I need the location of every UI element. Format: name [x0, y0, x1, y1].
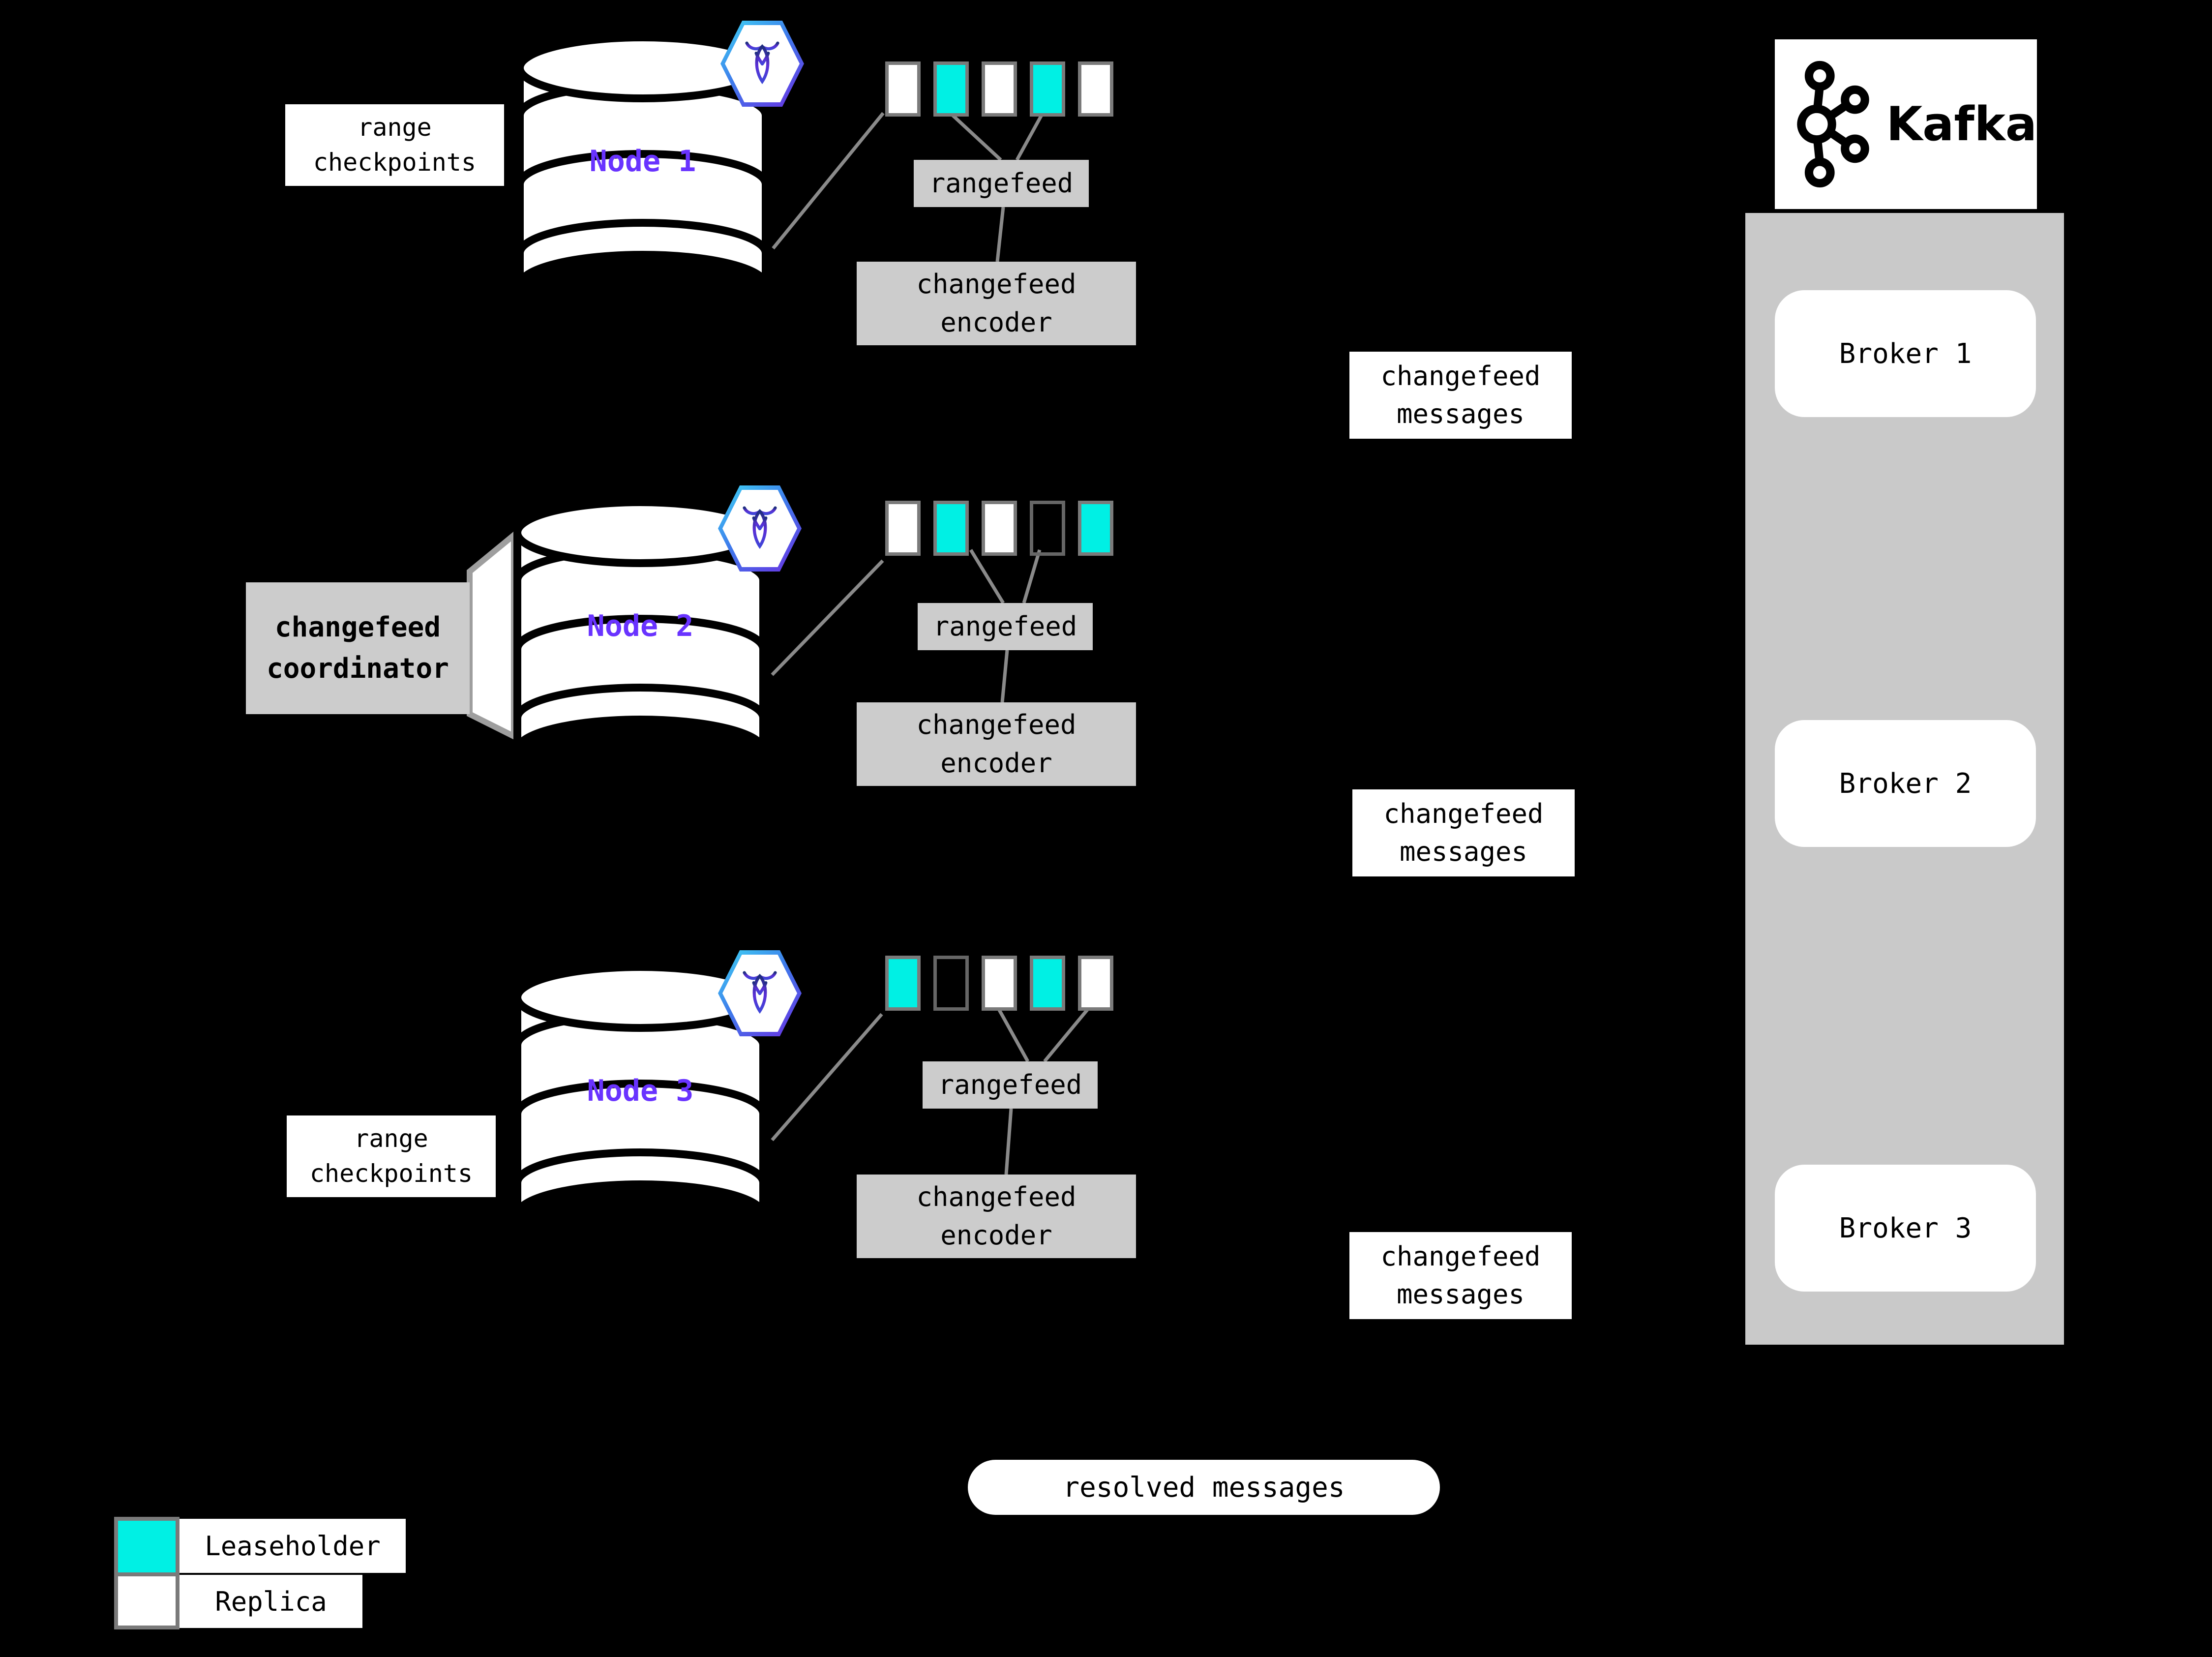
changefeed-encoder-box-node2: changefeed encoder	[857, 702, 1136, 786]
changefeed-messages-label-node1: changefeed messages	[1349, 352, 1572, 439]
range-square	[885, 956, 921, 1011]
changefeed-encoder-box-node1: changefeed encoder	[857, 262, 1136, 345]
wire	[1043, 1002, 1094, 1063]
node-name-label: Node 3	[587, 1074, 694, 1108]
range-square	[933, 61, 969, 117]
kafka-logo-icon	[1797, 60, 1869, 188]
changefeed-coordinator-label: changefeed coordinator	[246, 582, 470, 714]
coordinator-funnel	[467, 529, 517, 741]
wire	[771, 559, 884, 676]
wire	[772, 112, 885, 250]
broker-1: Broker 1	[1775, 290, 2036, 417]
database-cylinder-node2: Node 2	[513, 498, 767, 751]
range-square	[1030, 501, 1065, 556]
resolved-messages-pill: resolved messages	[968, 1460, 1440, 1515]
legend-label-leaseholder: Leaseholder	[179, 1519, 406, 1573]
wire	[995, 207, 1005, 262]
range-checkpoints-label-node3: range checkpoints	[287, 1115, 496, 1197]
wire	[1015, 110, 1046, 161]
wire	[994, 1003, 1030, 1062]
node-name-label: Node 2	[587, 609, 694, 643]
range-square	[1078, 501, 1113, 556]
rangefeed-box-node2: rangefeed	[918, 603, 1093, 650]
rangefeed-box-node3: rangefeed	[923, 1061, 1098, 1109]
wire	[771, 1013, 883, 1142]
range-square	[1030, 956, 1065, 1011]
changefeed-messages-label-node3: changefeed messages	[1349, 1232, 1572, 1320]
range-square	[982, 956, 1017, 1011]
cockroachdb-icon-face	[725, 25, 800, 102]
cockroach-glyph	[743, 970, 777, 1014]
legend-label-replica: Replica	[179, 1575, 362, 1628]
wire	[1022, 549, 1042, 603]
legend-swatch-replica	[114, 1572, 179, 1629]
range-square	[1078, 956, 1113, 1011]
range-square	[982, 61, 1017, 117]
wire	[946, 109, 1002, 161]
rangefeed-box-node1: rangefeed	[914, 160, 1089, 207]
range-checkpoints-label-node1: range checkpoints	[285, 104, 504, 186]
legend-swatch-leaseholder	[114, 1517, 179, 1576]
range-square	[982, 501, 1017, 556]
kafka-wordmark: Kafka	[1886, 97, 2037, 151]
range-square	[885, 61, 921, 117]
cockroach-glyph	[743, 506, 777, 549]
node-name-label: Node 1	[590, 144, 696, 179]
range-square	[1078, 61, 1113, 117]
changefeed-messages-label-node2: changefeed messages	[1352, 789, 1575, 877]
range-square	[933, 956, 969, 1011]
range-square	[1030, 61, 1065, 117]
range-square	[885, 501, 921, 556]
cockroachdb-icon-face	[722, 955, 797, 1032]
kafka-logo-box: Kafka	[1775, 39, 2037, 209]
wire	[969, 549, 1005, 604]
wire	[1004, 1108, 1013, 1175]
changefeed-encoder-box-node3: changefeed encoder	[857, 1175, 1136, 1258]
broker-2: Broker 2	[1775, 720, 2036, 847]
cockroachdb-icon-face	[722, 490, 797, 567]
range-square	[933, 501, 969, 556]
wire	[1000, 650, 1009, 703]
cockroach-glyph	[745, 41, 779, 84]
broker-3: Broker 3	[1775, 1165, 2036, 1292]
